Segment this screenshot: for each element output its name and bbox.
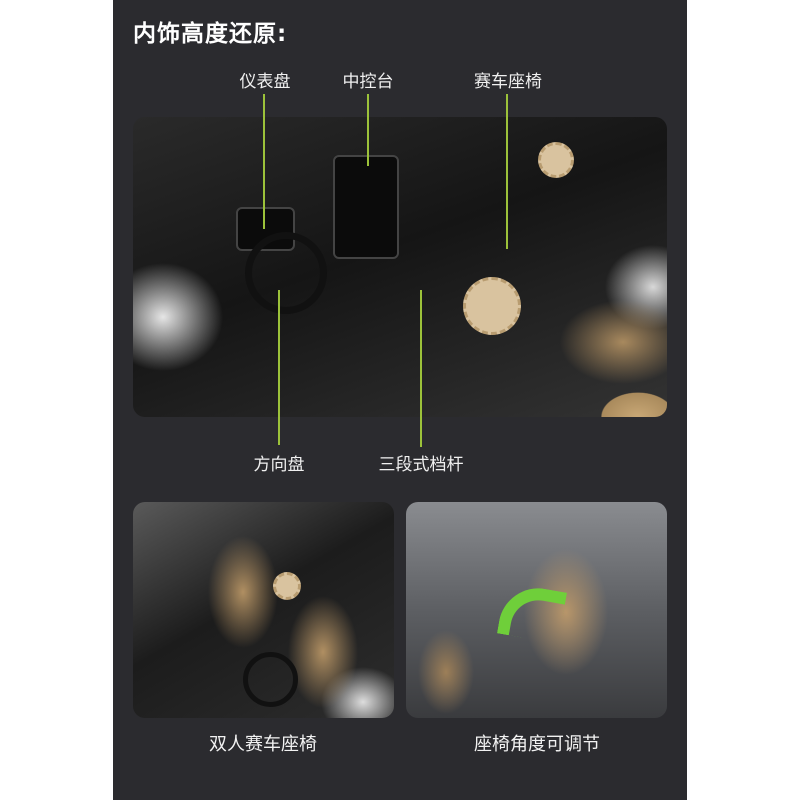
callout-line-steering-wheel (278, 290, 280, 445)
callout-racing-seat: 赛车座椅 (474, 72, 542, 92)
gear-image (538, 142, 574, 178)
callout-gear-lever: 三段式档杆 (378, 455, 464, 475)
steering-wheel-image (245, 232, 327, 314)
callout-line-center-console (367, 94, 369, 166)
dual-seats-photo (133, 502, 394, 718)
steering-wheel-image (243, 652, 298, 707)
section-title: 内饰高度还原: (133, 21, 288, 47)
gear-image (463, 277, 521, 335)
caption-adjustable-seat: 座椅角度可调节 (474, 734, 600, 755)
callout-line-dashboard (263, 94, 265, 229)
interior-main-photo (133, 117, 667, 417)
adjust-arrow-icon (496, 582, 568, 644)
callout-center-console: 中控台 (342, 72, 394, 92)
center-console-screen (333, 155, 399, 259)
callout-line-racing-seat (506, 94, 508, 249)
callout-line-gear-lever (420, 290, 422, 447)
callout-dashboard: 仪表盘 (239, 72, 291, 92)
callout-steering-wheel: 方向盘 (253, 455, 305, 475)
adjustable-seat-photo (406, 502, 667, 718)
caption-dual-seats: 双人赛车座椅 (209, 734, 317, 755)
gear-image (273, 572, 301, 600)
